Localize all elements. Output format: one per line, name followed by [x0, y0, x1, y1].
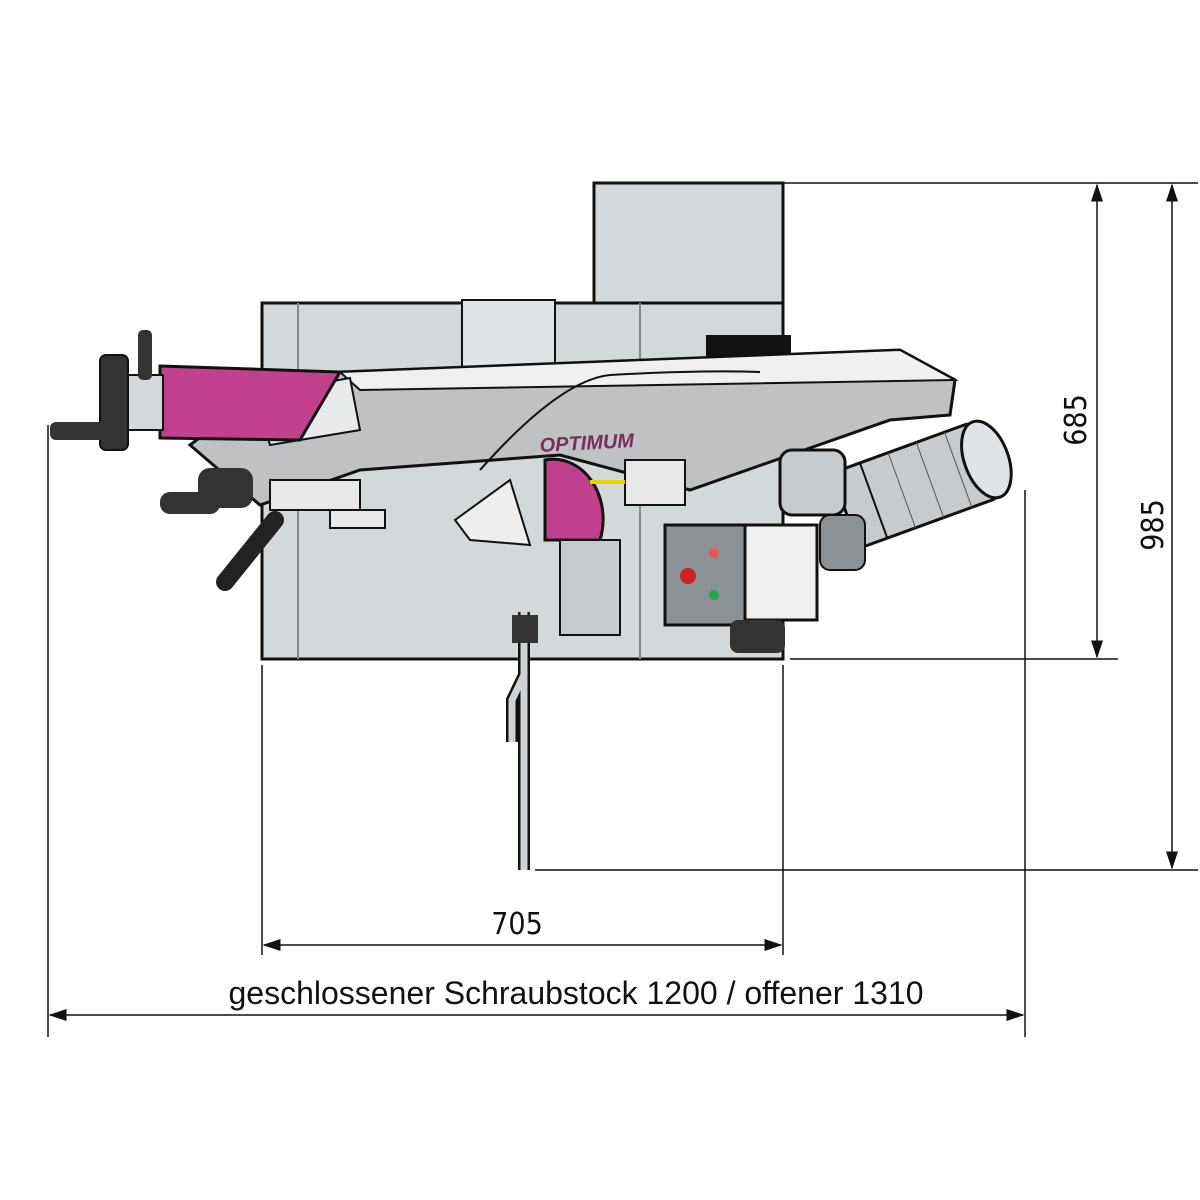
- motor: [778, 419, 1013, 571]
- column: [592, 181, 785, 310]
- vise-spindle: [50, 330, 343, 451]
- dimension-985: 985: [1136, 499, 1171, 551]
- dimension-705: 705: [491, 907, 543, 942]
- dimension-length-caption: geschlossener Schraubstock 1200 / offene…: [229, 975, 924, 1011]
- dimension-685: 685: [1059, 394, 1094, 446]
- blade-wheel: [453, 457, 605, 547]
- saw-arm: OPTIMUM: [187, 348, 959, 507]
- control-panel: [559, 459, 819, 653]
- brand-logo: OPTIMUM: [539, 430, 636, 457]
- dimension-lines: [47, 182, 1198, 1037]
- handles: [160, 468, 386, 591]
- lift-lever: [506, 612, 538, 870]
